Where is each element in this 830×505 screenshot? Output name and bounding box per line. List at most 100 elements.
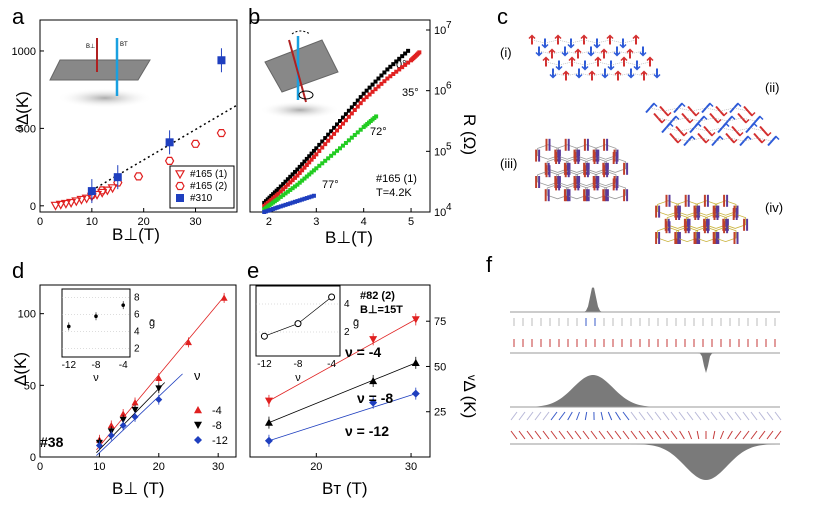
data-point-e-s2 xyxy=(411,389,420,398)
inset-point-e xyxy=(260,332,268,340)
data-point-b-s3 xyxy=(283,202,288,207)
legend-marker-d xyxy=(194,421,202,429)
data-point-b-s2 xyxy=(309,170,314,175)
spin-arrow-row xyxy=(558,411,566,421)
x-axis-a-tick-label: 10 xyxy=(86,216,98,228)
spin-arrow-row xyxy=(766,430,774,440)
inset-point-e xyxy=(328,293,336,301)
spin-arrowhead xyxy=(541,43,549,49)
data-point-b-s3 xyxy=(304,196,309,201)
spin-arrow-row xyxy=(518,411,526,421)
spin-arrowhead xyxy=(756,115,764,121)
data-point-b-s0 xyxy=(278,184,283,189)
lattice-bond xyxy=(685,117,701,122)
data-point-b-s2 xyxy=(358,127,363,132)
x-axis-label-b: B⊥(T) xyxy=(325,228,373,247)
spin-arrow-row xyxy=(694,411,702,421)
x-axis-a-tick-label: 30 xyxy=(189,216,201,228)
spin-arrow-row xyxy=(584,411,588,421)
spin-arrow-row xyxy=(758,411,766,421)
data-point-b-s2 xyxy=(295,182,300,187)
spin-arrowhead xyxy=(575,73,583,79)
data-point-d-s1 xyxy=(131,406,139,414)
y-axis-e-tick-label: 75 xyxy=(434,316,446,328)
hex-cell xyxy=(666,213,689,229)
data-point-b-s0 xyxy=(317,142,322,147)
x-axis-a-tick-label: 20 xyxy=(138,216,150,228)
data-point-b-s3 xyxy=(285,202,290,207)
data-point-b-s0 xyxy=(338,119,342,123)
x-axis-e-tick-label: 20 xyxy=(310,461,322,473)
x-axis-d-tick-label: 20 xyxy=(153,461,165,473)
inset-point-d xyxy=(94,314,98,319)
data-point-b-s1 xyxy=(406,60,411,65)
lattice-bond xyxy=(665,127,681,132)
data-point-b-s2 xyxy=(343,140,348,145)
data-point-b-s1 xyxy=(323,142,328,147)
lattice-bond xyxy=(749,127,765,132)
lattice-bond xyxy=(570,39,585,44)
hex-cell xyxy=(546,183,569,200)
fit-line-a xyxy=(91,104,238,191)
spin-arrow-row xyxy=(662,430,670,440)
data-point-b-s1 xyxy=(397,67,402,72)
spin-arrowhead xyxy=(646,56,654,62)
hex-cell xyxy=(705,213,727,229)
annotation-b-sample: #165 (1) xyxy=(376,173,417,185)
data-point-b-s1 xyxy=(293,175,297,180)
data-point-b-s0 xyxy=(346,108,351,113)
data-point-a-s2 xyxy=(217,56,226,65)
spin-arrowhead xyxy=(700,115,708,121)
lattice-bond xyxy=(591,72,606,77)
data-point-b-s1 xyxy=(332,131,337,136)
data-point-b-s0 xyxy=(302,159,307,164)
data-point-b-s1 xyxy=(326,138,331,143)
data-point-b-s1 xyxy=(309,157,314,162)
fit-line-d xyxy=(96,373,183,456)
data-point-b-s2 xyxy=(326,156,331,161)
profile-peak-2 xyxy=(510,353,780,373)
spin-arrow-row xyxy=(702,411,710,421)
hex-cell xyxy=(695,200,718,216)
data-point-b-s3 xyxy=(309,194,314,199)
spin-arrow-row xyxy=(510,411,518,421)
y-axis-b-tick-label: 10 xyxy=(434,25,446,37)
data-point-b-s3 xyxy=(290,200,295,205)
y-axis-e-tick-label: 50 xyxy=(434,361,446,373)
spin-arrowhead xyxy=(650,102,658,108)
lattice-bond xyxy=(558,61,573,66)
hex-cell xyxy=(657,200,679,216)
lattice-bond xyxy=(538,50,553,55)
data-point-b-s1 xyxy=(346,114,351,119)
spin-arrow-row xyxy=(510,430,518,440)
spin-arrowhead xyxy=(772,135,780,141)
lattice-bond xyxy=(679,127,695,132)
data-point-b-s0 xyxy=(370,82,375,87)
x-axis-b-tick-label: 5 xyxy=(408,216,414,228)
data-point-b-s1 xyxy=(290,178,295,183)
data-point-b-s1 xyxy=(297,170,302,175)
y-axis-a-tick-label: 0 xyxy=(30,201,36,213)
y-axis-label-e: ᵛΔ (K) xyxy=(460,374,479,418)
lattice-label-iii: (iii) xyxy=(500,156,517,171)
spin-arrowhead xyxy=(594,56,602,62)
data-point-b-s1 xyxy=(276,191,281,196)
spin-arrowhead xyxy=(722,122,730,128)
data-point-b-s0 xyxy=(304,156,309,161)
lattice-bond xyxy=(583,39,598,44)
data-point-b-s2 xyxy=(307,172,312,177)
data-point-b-s0 xyxy=(288,174,293,179)
spin-arrow-row xyxy=(550,411,558,421)
data-point-b-s1 xyxy=(340,121,345,126)
data-point-b-s3 xyxy=(293,199,297,204)
data-point-b-s2 xyxy=(276,196,281,201)
plot-frame-b xyxy=(249,19,431,213)
lattice-bond xyxy=(657,117,673,122)
data-point-b-s3 xyxy=(281,203,286,208)
fit-line-d xyxy=(96,296,225,451)
spin-arrowhead xyxy=(562,70,570,76)
data-point-b-s2 xyxy=(283,191,288,196)
spin-arrow-row xyxy=(727,430,733,440)
spin-arrowhead xyxy=(568,56,576,62)
